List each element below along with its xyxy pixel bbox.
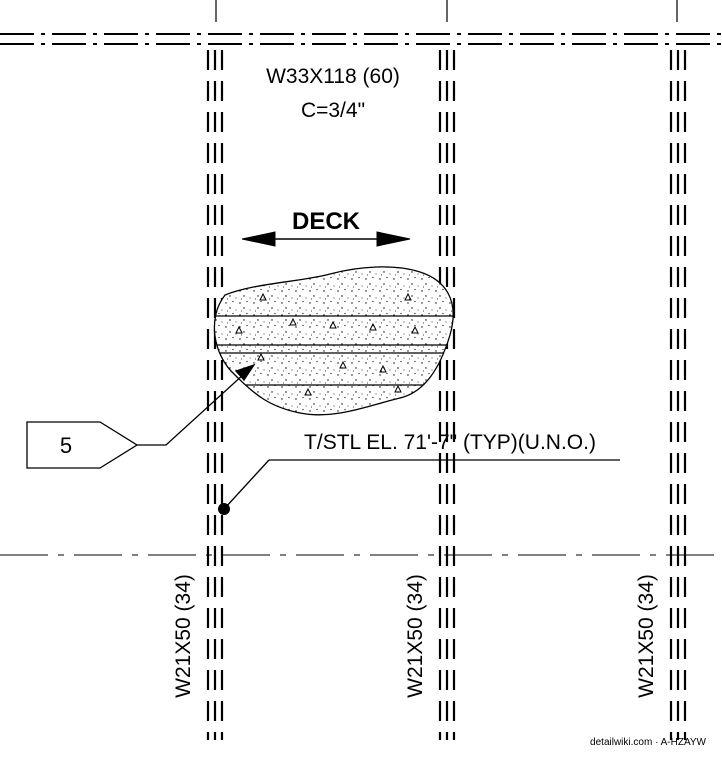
top-girder-line bbox=[0, 33, 722, 45]
keynote-number: 5 bbox=[60, 433, 72, 458]
elevation-note: T/STL EL. 71'-7" (TYP)(U.N.O.) bbox=[304, 431, 596, 454]
camber-label: C=3/4" bbox=[301, 99, 365, 122]
deck-arrow-icon bbox=[241, 231, 411, 247]
elevation-dot bbox=[218, 503, 230, 515]
deck-label: DECK bbox=[292, 208, 361, 235]
beam-label-vertical-right: W21X50 (34) bbox=[635, 574, 658, 698]
beam-line-middle bbox=[438, 50, 456, 740]
concrete-deck-section bbox=[213, 266, 454, 416]
keynote-leader bbox=[137, 363, 256, 446]
beam-label: W33X118 (60) bbox=[266, 65, 400, 88]
top-edge-lines bbox=[215, 0, 678, 22]
elevation-leader bbox=[224, 459, 620, 509]
watermark: detailwiki.com · A-HZAYW bbox=[590, 737, 707, 748]
keynote-tag: 5 bbox=[26, 421, 139, 469]
beam-label-vertical-middle: W21X50 (34) bbox=[404, 574, 427, 698]
beam-line-right bbox=[669, 50, 687, 740]
beam-line-left bbox=[206, 50, 224, 740]
beam-label-vertical-left: W21X50 (34) bbox=[172, 574, 195, 698]
